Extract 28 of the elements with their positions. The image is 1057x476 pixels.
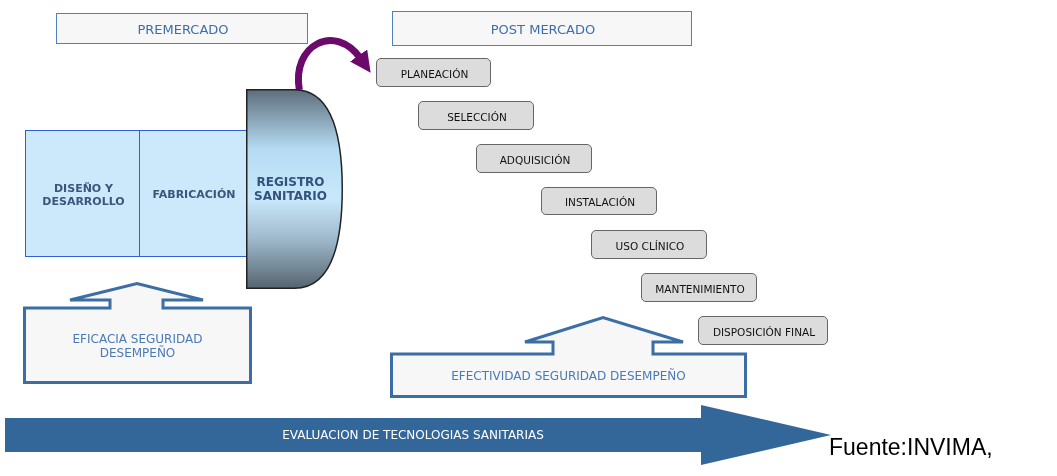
box-label: PLANEACIÓN [400, 67, 469, 80]
box-label: MANTENIMIENTO [655, 282, 745, 295]
box-label: EFICACIA SEGURIDAD DESEMPEÑO [71, 332, 204, 360]
box-label: DISEÑO Y DESARROLLO [41, 181, 126, 208]
process-box [541, 187, 657, 215]
box-label: USO CLÍNICO [615, 239, 685, 252]
box-label: ADQUISICIÓN [499, 153, 571, 166]
box-label: REGISTRO SANITARIO [253, 175, 328, 203]
curved-arrow [295, 37, 372, 91]
box-label: INSTALACIÓN [564, 196, 635, 208]
box-label: POST MERCADO [490, 22, 596, 37]
box-label: FABRICACIÓN [152, 188, 236, 201]
process-box [641, 273, 757, 302]
box-label: EFECTIVIDAD SEGURIDAD DESEMPEÑO [451, 369, 686, 383]
header-box [56, 13, 308, 44]
process-box [418, 101, 534, 130]
process-box [698, 316, 828, 345]
box-label: SELECCIÓN [447, 110, 507, 123]
process-box [476, 144, 592, 173]
process-box [591, 230, 707, 259]
box-label: DISPOSICIÓN FINAL [712, 325, 816, 338]
stage-box [25, 130, 140, 257]
box-label: EVALUACION DE TECNOLOGIAS SANITARIAS [282, 428, 544, 442]
header-box [392, 11, 692, 46]
stage-box [139, 130, 247, 257]
source-note: Fuente:INVIMA, [829, 434, 993, 461]
process-box [376, 58, 491, 87]
box-label: PREMERCADO [137, 22, 229, 37]
